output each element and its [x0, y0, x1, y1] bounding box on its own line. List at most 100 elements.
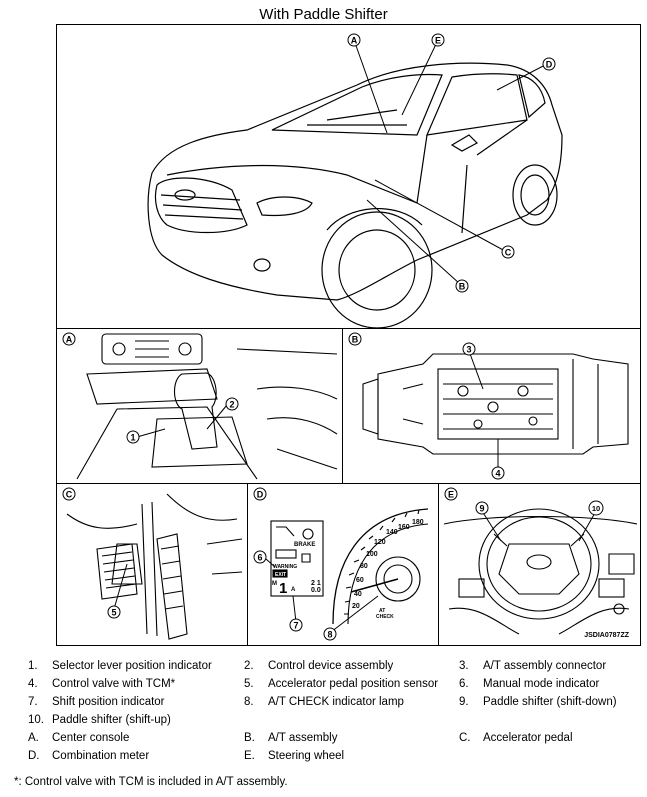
legend-item: C. Accelerator pedal — [459, 732, 573, 744]
panel-e-tag: E — [448, 490, 454, 500]
legend-num: 8. — [244, 696, 254, 708]
callout-b: B — [459, 282, 466, 292]
callout-9: 9 — [479, 504, 484, 514]
vehicle-panel: A E D C B — [56, 24, 641, 330]
legend-text: Paddle shifter (shift-down) — [483, 696, 617, 708]
legend-text: Selector lever position indicator — [52, 660, 212, 672]
legend-item: B.A/T assembly — [244, 732, 337, 744]
speedo-tick-label: 60 — [356, 577, 364, 584]
callout-a: A — [351, 36, 358, 46]
callout-e-circle — [431, 33, 445, 47]
panel-a-tag: A — [66, 335, 73, 345]
callout-b-circle — [455, 279, 469, 293]
legend-num: 7. — [28, 696, 38, 708]
legend-item: E. Steering wheel — [244, 750, 344, 762]
center-console-drawing: A 2 1 — [62, 332, 338, 480]
steering-wheel-drawing: E 9 10 — [443, 487, 638, 635]
panel-b-tag: B — [352, 335, 359, 345]
panel-a-tag-circle — [62, 332, 76, 346]
legend-text: Control valve with TCM* — [52, 678, 176, 690]
callout-4-circle — [491, 466, 505, 480]
legend-num: 6. — [459, 678, 469, 690]
legend-num: 9. — [459, 696, 469, 708]
meter-atcheck-line1: AT — [379, 608, 385, 614]
panel-c-tag: C — [66, 490, 73, 500]
callout-10-circle — [588, 500, 604, 516]
callout-d: D — [546, 60, 553, 70]
callout-5-circle — [107, 605, 121, 619]
speedo-tick-label: 100 — [366, 551, 378, 558]
speedo-tick-label: 20 — [352, 603, 360, 610]
speedo-tick-label: 180 — [412, 519, 424, 526]
legend-text: A/T CHECK indicator lamp — [268, 696, 404, 708]
callout-7: 7 — [293, 621, 298, 631]
legend-item: 10.Paddle shifter (shift-up) — [28, 714, 171, 726]
legend-num: A. — [28, 732, 39, 744]
callout-1: 1 — [130, 433, 135, 443]
meter-atcheck-line2: CHECK — [376, 614, 394, 620]
legend-text: Accelerator pedal position sensor — [268, 678, 439, 690]
callout-c-circle — [501, 245, 515, 259]
meter-gear-text: 1 — [279, 580, 287, 597]
legend-num: 3. — [459, 660, 469, 672]
callout-c: C — [505, 248, 512, 258]
panel-accelerator-pedal: C 5 — [56, 483, 249, 646]
panel-b-tag-circle — [348, 332, 362, 346]
legend-item: 4. Control valve with TCM* — [28, 678, 175, 690]
callout-d-circle — [542, 57, 556, 71]
speedo-tick-label: 80 — [360, 563, 368, 570]
vehicle-drawing: A E D C B — [147, 33, 563, 328]
legend-item: D.Combination meter — [28, 750, 149, 762]
combination-meter-drawing: BRAKE WARNING EXIT M 1 A 2 1 0.0 AT CHEC… — [253, 487, 429, 641]
meter-exit-text: EXIT — [275, 572, 286, 578]
meter-odo2-text: 0.0 — [311, 587, 321, 594]
callout-2-circle — [225, 397, 239, 411]
legend-item: 7. Shift position indicator — [28, 696, 165, 708]
speedo-tick-label: 160 — [398, 524, 410, 531]
legend-text: Combination meter — [52, 750, 150, 762]
legend-num: 1. — [28, 660, 38, 672]
callout-8-circle — [323, 627, 337, 641]
meter-warning-text: WARNING — [273, 564, 297, 570]
panel-at-assembly: B 3 4 — [342, 328, 641, 485]
accelerator-pedal-drawing: C 5 — [62, 487, 243, 640]
legend-num: C. — [459, 732, 471, 744]
legend-item: 5. Accelerator pedal position sensor — [244, 678, 438, 690]
legend-item: 9. Paddle shifter (shift-down) — [459, 696, 617, 708]
callout-8: 8 — [327, 630, 332, 640]
legend-text: Paddle shifter (shift-up) — [52, 714, 171, 726]
legend-text: A/T assembly — [268, 732, 338, 744]
panel-c-tag-circle — [62, 487, 76, 501]
legend-text: Manual mode indicator — [483, 678, 600, 690]
legend-text: Shift position indicator — [52, 696, 165, 708]
speedo-tick-label: 40 — [354, 591, 362, 598]
meter-a-text: A — [291, 587, 296, 593]
callout-6-circle — [253, 550, 267, 564]
panel-d-tag: D — [257, 490, 264, 500]
legend-text: Steering wheel — [268, 750, 345, 762]
legend-num: E. — [244, 750, 255, 762]
speedo-tick-label: 120 — [374, 539, 386, 546]
footnote: *: Control valve with TCM is included in… — [14, 776, 288, 788]
panel-e-tag-circle — [444, 487, 458, 501]
legend-text: Center console — [52, 732, 130, 744]
callout-3-circle — [462, 342, 476, 356]
legend-num: 2. — [244, 660, 254, 672]
panel-center-console: A 2 1 — [56, 328, 344, 485]
panel-d-tag-circle — [253, 487, 267, 501]
legend-item: 8. A/T CHECK indicator lamp — [244, 696, 404, 708]
legend-num: 4. — [28, 678, 38, 690]
at-assembly-drawing: B 3 4 — [348, 332, 629, 480]
legend-num: 5. — [244, 678, 254, 690]
callout-1-circle — [126, 430, 140, 444]
panel-steering-wheel: E 9 10 — [438, 483, 641, 646]
panel-combination-meter: BRAKE WARNING EXIT M 1 A 2 1 0.0 AT CHEC… — [247, 483, 440, 646]
legend-text: Control device assembly — [268, 660, 394, 672]
callout-6: 6 — [257, 553, 262, 563]
speedo-tick-label: 140 — [386, 529, 398, 536]
callout-3: 3 — [466, 345, 471, 355]
meter-brake-text: BRAKE — [294, 542, 315, 548]
legend-item: 2. Control device assembly — [244, 660, 393, 672]
legend-item: 6. Manual mode indicator — [459, 678, 599, 690]
legend-text: Accelerator pedal — [483, 732, 573, 744]
